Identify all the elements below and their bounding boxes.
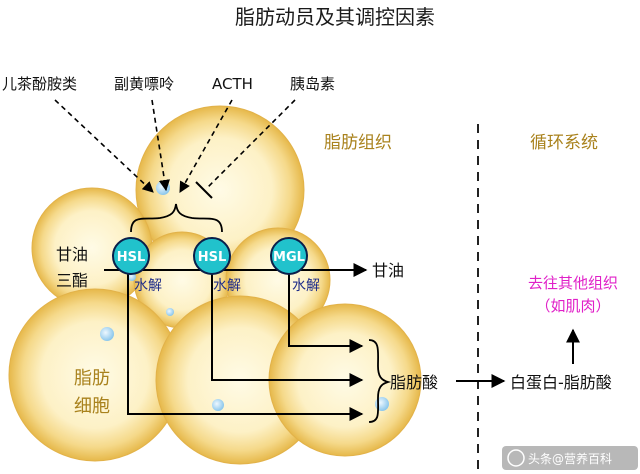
insulin-inhibition-bar [195, 181, 213, 199]
destination-line2: （如肌肉） [535, 297, 610, 315]
mgl-enzyme-label: MGL [273, 250, 305, 265]
hydrolysis-label-2: 水解 [213, 278, 241, 294]
triglyceride-label-line1: 甘油 [56, 245, 88, 264]
regulator-catecholamines: 儿茶酚胺类 [2, 75, 77, 93]
albumin-fatty-acid: 白蛋白-脂肪酸 [510, 373, 612, 392]
hsl-brace [130, 203, 223, 233]
triglyceride-label-line2: 三酯 [56, 271, 88, 290]
fat-cell-label-line2: 细胞 [74, 396, 110, 417]
adipose-tissue-label: 脂肪组织 [324, 133, 392, 153]
fat-cell-label-line1: 脂肪 [74, 368, 110, 389]
fatty-acid-pathways [127, 270, 364, 421]
watermark-text: 头条@营养百科 [528, 451, 612, 466]
hsl-enzyme-1-label: HSL [117, 250, 146, 265]
destination-line1: 去往其他组织 [528, 274, 618, 292]
hydrolysis-label-1: 水解 [134, 278, 162, 294]
regulator-acth: ACTH [212, 75, 253, 93]
fatty-acid-product: 脂肪酸 [390, 373, 438, 392]
circulation-label: 循环系统 [530, 133, 598, 153]
watermark-logo-icon [507, 449, 525, 467]
hsl-enzyme-1: HSL [112, 237, 150, 275]
glycerol-product: 甘油 [372, 261, 404, 280]
regulator-arrows [54, 99, 296, 193]
watermark: 头条@营养百科 [502, 446, 638, 470]
mgl-enzyme: MGL [270, 237, 308, 275]
hsl-enzyme-2: HSL [193, 237, 231, 275]
hsl-enzyme-2-label: HSL [198, 250, 227, 265]
regulator-xanthine: 副黄嘌呤 [114, 75, 174, 93]
fatty-acid-brace [368, 339, 392, 423]
regulator-insulin: 胰岛素 [290, 75, 335, 93]
hydrolysis-label-3: 水解 [292, 278, 320, 294]
diagram-title: 脂肪动员及其调控因素 [235, 5, 435, 29]
